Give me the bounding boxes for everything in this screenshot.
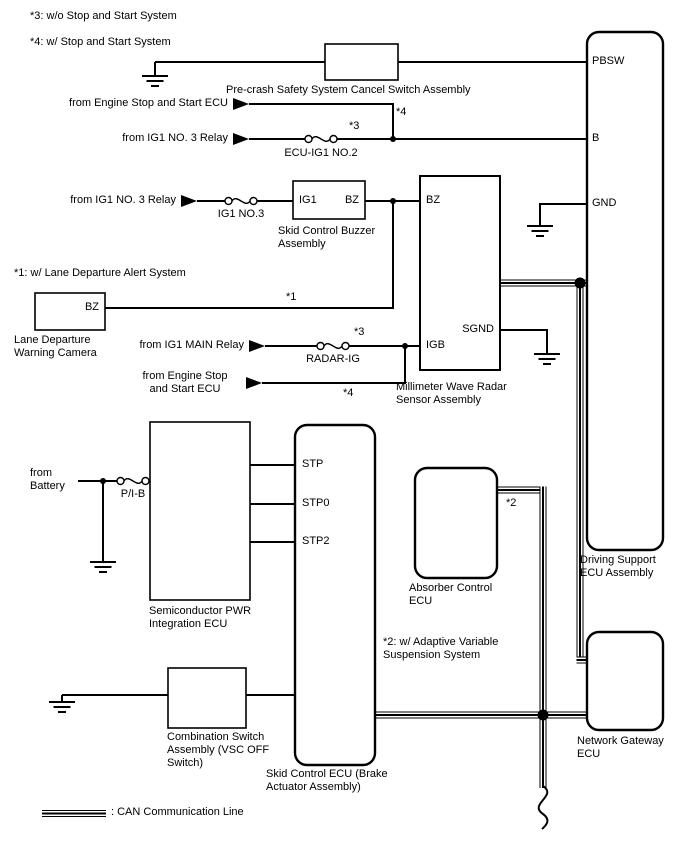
note-2-line2: Suspension System bbox=[383, 649, 481, 661]
note-2-line1: *2: w/ Adaptive Variable bbox=[383, 636, 499, 648]
skid-label-line2: Actuator Assembly) bbox=[266, 781, 361, 793]
skid-label-line1: Skid Control ECU (Brake bbox=[266, 768, 388, 780]
marker-4b: *4 bbox=[343, 387, 354, 399]
skid-buzzer-box bbox=[292, 180, 366, 220]
pin-stp: STP bbox=[302, 458, 324, 470]
can-junction-dot bbox=[574, 277, 586, 289]
fuse-icons bbox=[116, 134, 350, 486]
driving-support-ecu-box bbox=[585, 30, 665, 552]
radar-pin-igb: IGB bbox=[426, 339, 445, 351]
fuse-label-p-i-b: P/I-B bbox=[120, 488, 146, 500]
source-ig1-main-relay: from IG1 MAIN Relay bbox=[139, 339, 244, 351]
pin-b: B bbox=[592, 132, 600, 144]
arrow-icon bbox=[233, 133, 249, 145]
radar-pin-bz: BZ bbox=[426, 194, 441, 206]
fuse-icon-ig1-no3 bbox=[224, 196, 258, 206]
marker-3b: *3 bbox=[354, 326, 365, 338]
buzzer-pin-bz: BZ bbox=[344, 194, 359, 206]
buzzer-pin-ig1: IG1 bbox=[299, 194, 317, 206]
semiconductor-ecu-box bbox=[149, 421, 251, 601]
pin-gnd: GND bbox=[592, 197, 617, 209]
arrow-icon bbox=[246, 377, 262, 389]
camera-label-line1: Lane Departure bbox=[14, 334, 91, 346]
fuse-label-ecu-ig1-no2: ECU-IG1 NO.2 bbox=[284, 147, 358, 159]
network-gateway-ecu-box bbox=[585, 630, 665, 732]
can-junction-dot bbox=[537, 709, 549, 721]
fuse-icon-radar-ig bbox=[316, 341, 350, 351]
precrash-switch-label: Pre-crash Safety System Cancel Switch As… bbox=[226, 84, 471, 96]
pin-stp0: STP0 bbox=[302, 497, 330, 509]
arrow-icon bbox=[181, 195, 197, 207]
pin-pbsw: PBSW bbox=[592, 55, 625, 67]
source-engine-stop-line1: from Engine Stop bbox=[142, 370, 228, 382]
driving-support-label-line1: Driving Support bbox=[580, 554, 656, 566]
ground-icon bbox=[527, 225, 553, 237]
arrow-icon bbox=[249, 340, 265, 352]
ground-icon bbox=[49, 695, 75, 713]
can-legend-text: : CAN Communication Line bbox=[111, 806, 244, 818]
semiconductor-label-line2: Integration ECU bbox=[149, 618, 228, 630]
pin-stp2: STP2 bbox=[302, 535, 330, 547]
buzzer-label-line2: Assembly bbox=[278, 238, 326, 250]
junction-dots bbox=[100, 136, 408, 484]
fuse-icon-p-i-b bbox=[116, 476, 150, 486]
radar-sensor-box bbox=[419, 175, 501, 371]
absorber-label-line2: ECU bbox=[409, 595, 433, 607]
combination-label-line1: Combination Switch bbox=[167, 731, 265, 743]
can-communication-lines bbox=[42, 277, 588, 817]
radar-label-line2: Sensor Assembly bbox=[396, 394, 481, 406]
source-ig1-no3-relay-2: from IG1 NO. 3 Relay bbox=[70, 194, 176, 206]
fuse-label-radar-ig: RADAR-IG bbox=[306, 353, 360, 365]
component-boxes bbox=[34, 30, 665, 767]
combination-label-line2: Assembly (VSC OFF bbox=[167, 744, 270, 756]
camera-pin-bz: BZ bbox=[84, 301, 99, 313]
ground-icon bbox=[90, 561, 116, 573]
marker-2: *2 bbox=[506, 497, 517, 509]
fuse-icon-ecu-ig1-no2 bbox=[304, 134, 338, 144]
arrow-icon bbox=[233, 98, 249, 110]
lane-camera-box bbox=[34, 292, 106, 331]
precrash-switch-box bbox=[324, 43, 399, 81]
marker-3a: *3 bbox=[349, 120, 360, 132]
note-4: *4: w/ Stop and Start System bbox=[30, 36, 171, 48]
semiconductor-label-line1: Semiconductor PWR bbox=[149, 605, 252, 617]
fuse-label-ig1-no3: IG1 NO.3 bbox=[217, 208, 265, 220]
camera-label-line2: Warning Camera bbox=[14, 347, 97, 359]
absorber-label-line1: Absorber Control bbox=[409, 582, 493, 594]
combination-label-line3: Switch) bbox=[167, 757, 204, 769]
signal-wires bbox=[62, 61, 587, 696]
can-legend-bar bbox=[42, 810, 106, 817]
source-engine-stop-line2: and Start ECU bbox=[149, 383, 221, 395]
skid-control-ecu-box bbox=[293, 423, 377, 767]
buzzer-label-line1: Skid Control Buzzer bbox=[278, 225, 376, 237]
combination-switch-box bbox=[167, 667, 247, 729]
source-engine-stop-start-ecu: from Engine Stop and Start ECU bbox=[69, 97, 228, 109]
marker-1: *1 bbox=[286, 291, 297, 303]
wire-break-squiggle-icon bbox=[537, 785, 549, 830]
driving-support-label-line2: ECU Assembly bbox=[580, 567, 654, 579]
network-gateway-label-line1: Network Gateway bbox=[577, 735, 664, 747]
network-gateway-label-line2: ECU bbox=[577, 748, 601, 760]
marker-4a: *4 bbox=[396, 106, 407, 118]
ground-icon bbox=[142, 62, 168, 87]
absorber-ecu-box bbox=[413, 466, 499, 580]
note-3: *3: w/o Stop and Start System bbox=[30, 10, 177, 22]
source-ig1-no3-relay-1: from IG1 NO. 3 Relay bbox=[122, 132, 228, 144]
ground-icons bbox=[49, 62, 560, 713]
source-arrow-icons bbox=[181, 98, 265, 389]
radar-pin-sgnd: SGND bbox=[462, 323, 494, 335]
radar-label-line1: Millimeter Wave Radar bbox=[396, 381, 507, 393]
note-1: *1: w/ Lane Departure Alert System bbox=[14, 267, 186, 279]
source-battery-line1: from bbox=[30, 467, 52, 479]
source-battery-line2: Battery bbox=[30, 480, 65, 492]
ground-icon bbox=[534, 353, 560, 365]
